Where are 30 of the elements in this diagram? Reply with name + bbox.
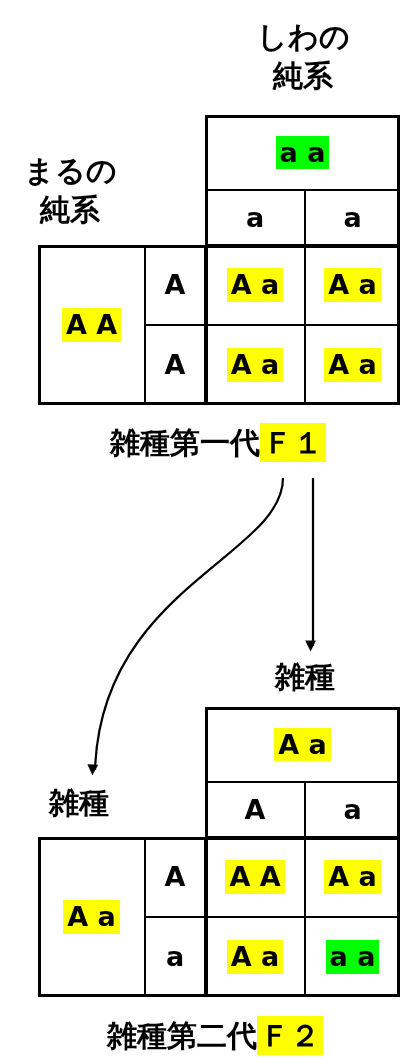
allele-text: a bbox=[244, 200, 266, 235]
allele-text: a bbox=[342, 792, 363, 827]
allele-text: A bbox=[243, 792, 267, 827]
allele-text: a bbox=[164, 940, 186, 974]
generation-label: 雑種第二代 bbox=[107, 1016, 257, 1055]
highlighted-genotype: A a bbox=[63, 900, 120, 934]
heading-text: しわの純系 bbox=[255, 18, 351, 95]
highlighted-generation-mark: Ｆ２ bbox=[257, 1015, 323, 1055]
highlighted-genotype: A A bbox=[225, 860, 285, 894]
highlighted-genotype: A a bbox=[324, 860, 381, 894]
highlighted-genotype: A a bbox=[274, 727, 331, 762]
allele-text: A bbox=[163, 348, 187, 382]
allele-text: a bbox=[342, 200, 363, 235]
highlighted-genotype: A A bbox=[61, 308, 122, 342]
highlighted-genotype: A a bbox=[226, 348, 284, 382]
highlighted-genotype: A a bbox=[324, 268, 381, 302]
highlighted-genotype: a a bbox=[275, 135, 330, 170]
generation-label: 雑種第一代 bbox=[110, 423, 260, 462]
generation-label: 雑種 bbox=[49, 783, 109, 822]
highlighted-genotype: A a bbox=[324, 348, 381, 382]
highlighted-generation-mark: Ｆ１ bbox=[260, 422, 326, 462]
arrow bbox=[305, 478, 316, 652]
generation-label: 雑種 bbox=[275, 657, 335, 696]
highlighted-genotype: A a bbox=[226, 940, 284, 974]
heading-text: まるの純系 bbox=[22, 151, 118, 229]
arrow bbox=[87, 477, 285, 776]
allele-text: A bbox=[163, 860, 187, 894]
highlighted-genotype: A a bbox=[226, 268, 284, 302]
highlighted-genotype: a a bbox=[325, 940, 380, 974]
allele-text: A bbox=[163, 268, 187, 302]
